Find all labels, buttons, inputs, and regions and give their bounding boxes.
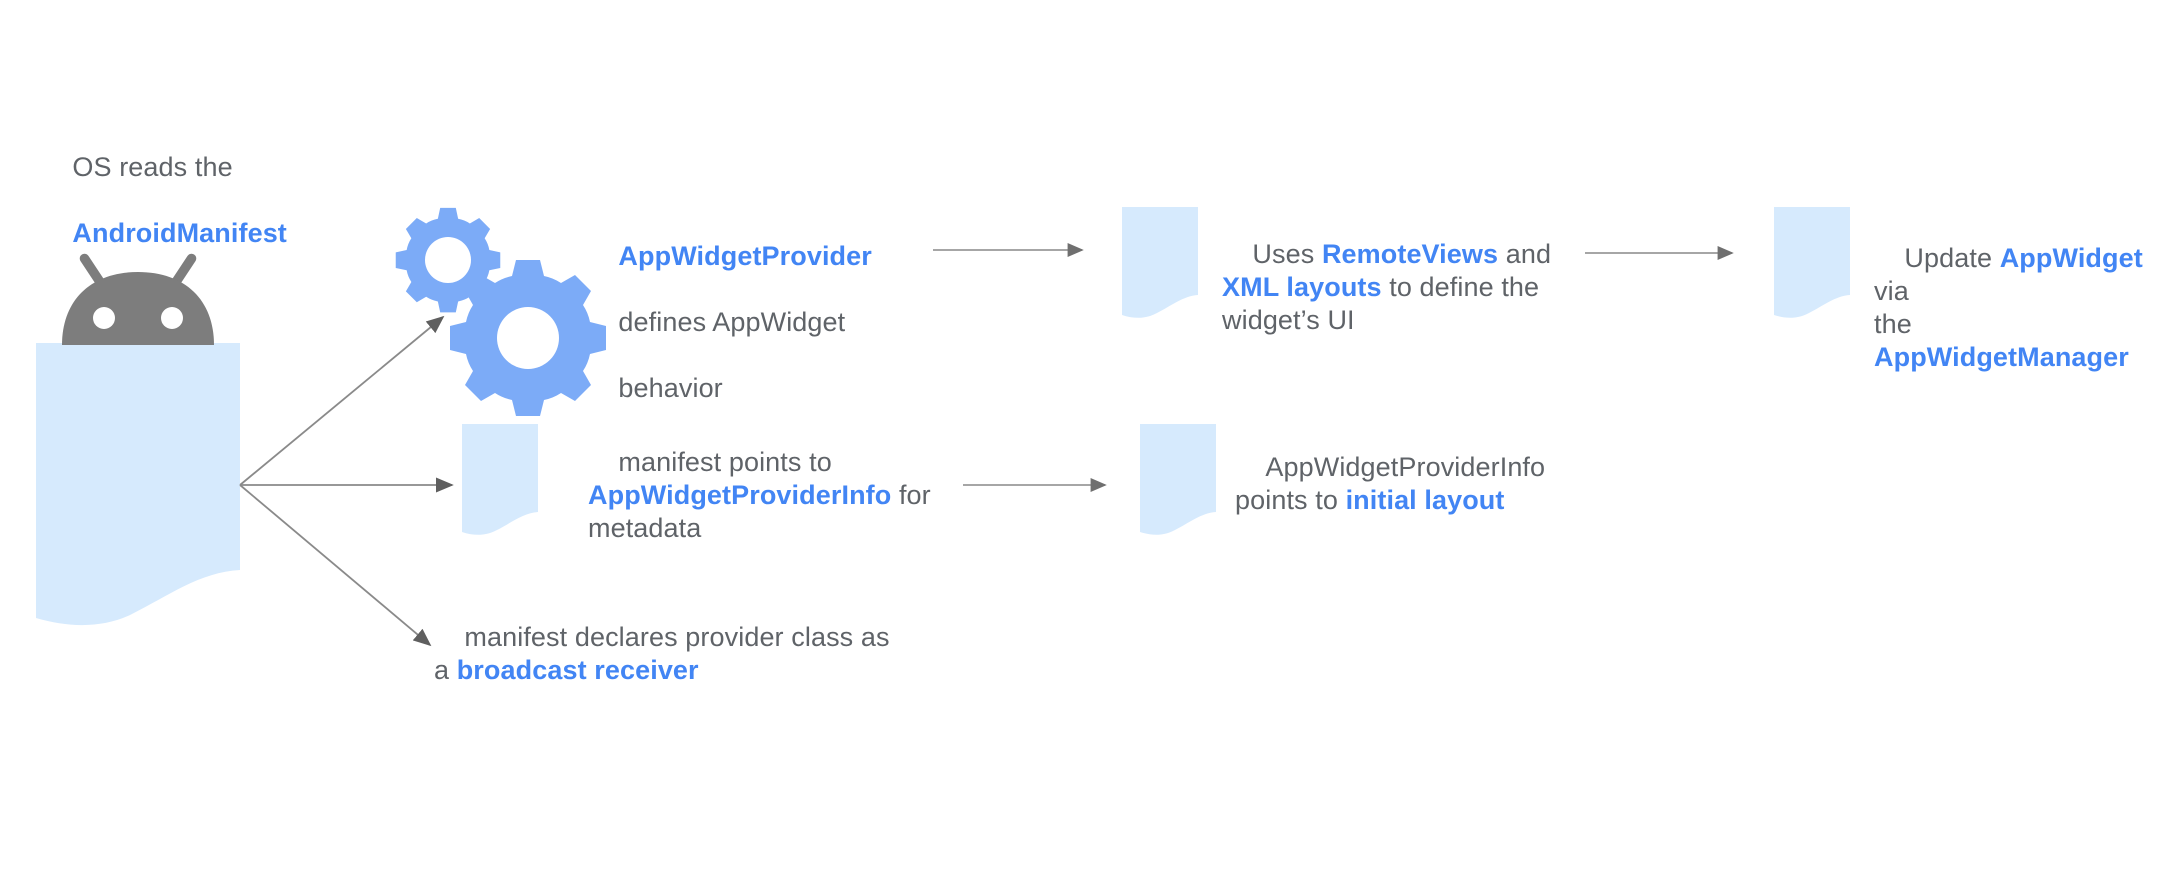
caption-providerinfo: manifest points to AppWidgetProviderInfo…: [588, 413, 968, 578]
caption-remoteviews: Uses RemoteViews and XML layouts to defi…: [1222, 205, 1572, 370]
caption-line-defines: defines AppWidget: [618, 307, 846, 337]
caption-define-ui: to define the widget’s UI: [1222, 272, 1540, 335]
caption-line-behavior: behavior: [618, 373, 723, 403]
gears-icon: [395, 207, 606, 416]
keyword-appwidgetprovider: AppWidgetProvider: [618, 241, 872, 271]
initial-layout-document-shape: [1140, 424, 1216, 535]
caption-and-word: and: [1505, 239, 1552, 269]
caption-uses-prefix: Uses: [1252, 239, 1322, 269]
keyword-appwidget: AppWidget: [1999, 243, 2143, 273]
caption-update-appwidget: Update AppWidget via the AppWidgetManage…: [1874, 209, 2166, 407]
keyword-androidmanifest: AndroidManifest: [72, 218, 287, 248]
update-appwidget-document-shape: [1774, 207, 1850, 318]
caption-os-reads-manifest: OS reads the AndroidManifest: [42, 118, 342, 283]
caption-for-metadata: for metadata: [588, 480, 931, 543]
keyword-initial-layout: initial layout: [1345, 485, 1505, 515]
caption-via-the: via the: [1874, 276, 1912, 339]
keyword-broadcast-receiver: broadcast receiver: [456, 655, 699, 685]
keyword-appwidgetmanager: AppWidgetManager: [1874, 342, 2129, 372]
caption-line-static: OS reads the: [72, 152, 233, 182]
remoteviews-document-shape: [1122, 207, 1198, 318]
caption-appwidget-provider: AppWidgetProvider defines AppWidget beha…: [588, 207, 918, 438]
caption-broadcast-receiver: manifest declares provider class as a br…: [434, 588, 904, 720]
edge-manifest-to-provider: [239, 315, 445, 486]
caption-providerinfo-points: AppWidgetProviderInfo points to: [1235, 452, 1546, 515]
keyword-appwidgetproviderinfo: AppWidgetProviderInfo: [588, 480, 892, 510]
caption-initial-layout: AppWidgetProviderInfo points to initial …: [1235, 418, 1565, 550]
edge-manifest-to-broadcast-receiver: [239, 484, 432, 647]
providerinfo-document-shape: [462, 424, 538, 535]
keyword-xml-layouts: XML layouts: [1222, 272, 1382, 302]
keyword-remoteviews: RemoteViews: [1321, 239, 1499, 269]
android-manifest-document-shape: [36, 343, 240, 626]
caption-manifest-points-to: manifest points to: [618, 447, 832, 477]
caption-update-prefix: Update: [1904, 243, 2000, 273]
caption-manifest-declares: manifest declares provider class as a: [434, 622, 890, 685]
